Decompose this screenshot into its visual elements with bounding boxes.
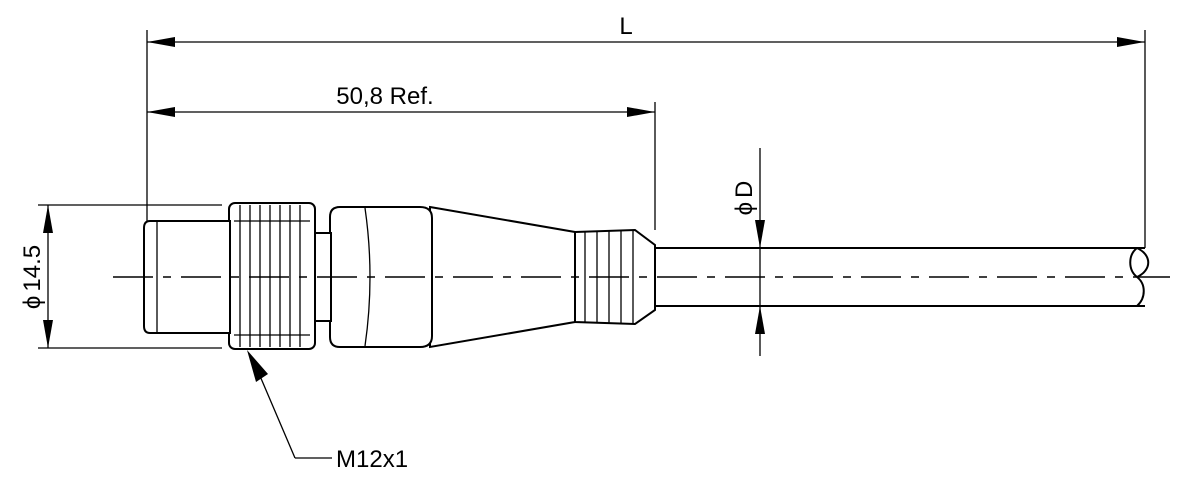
dimension-head-diameter <box>38 204 222 349</box>
dimension-reference-length <box>147 102 656 230</box>
dimension-cable-diameter <box>755 148 765 356</box>
label-head-diameter: ϕ14.5 <box>19 245 46 309</box>
coupling-nut <box>228 202 316 350</box>
label-thread: M12x1 <box>336 446 408 473</box>
label-cable-diameter: ϕD <box>731 181 758 216</box>
connector-body <box>329 205 576 349</box>
thread-leader <box>247 350 332 459</box>
label-overall-length: L <box>619 13 632 40</box>
dimension-overall-length <box>146 30 1146 248</box>
label-reference-length: 50,8 Ref. <box>336 83 433 110</box>
